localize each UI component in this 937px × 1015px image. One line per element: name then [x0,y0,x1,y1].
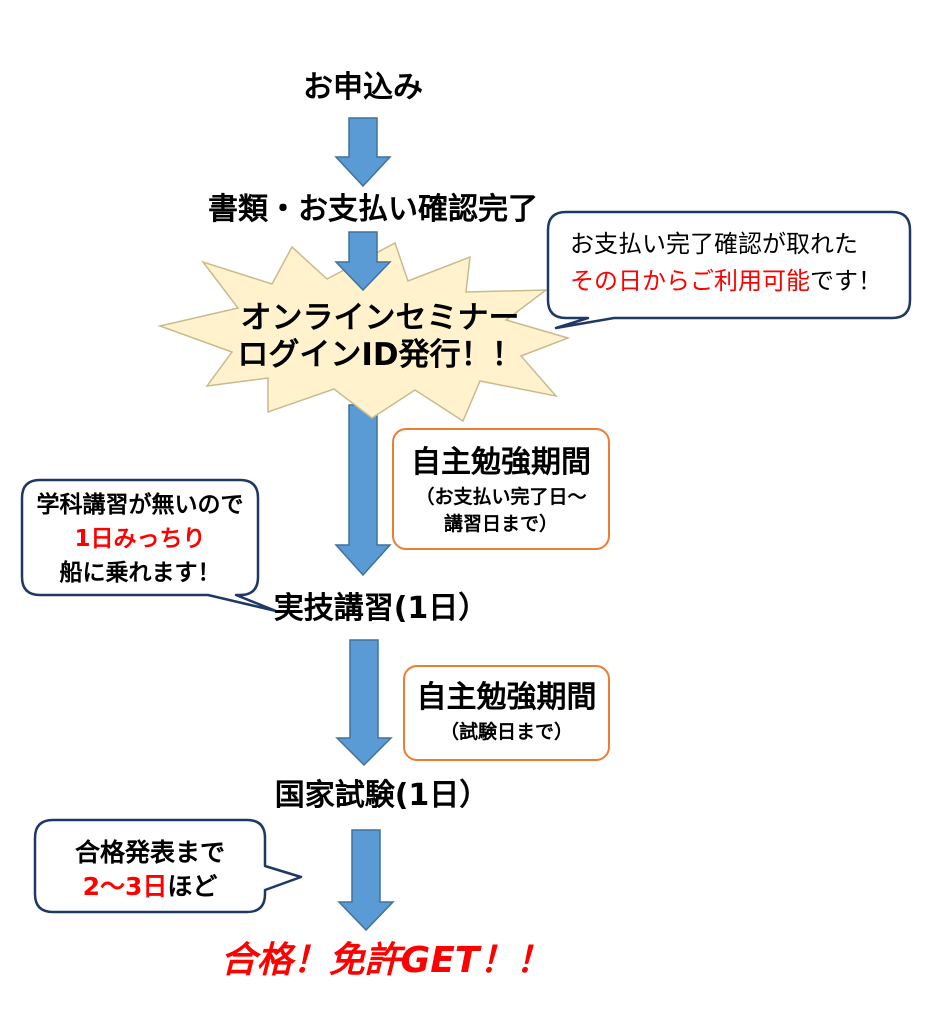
down-arrow-4 [335,639,393,767]
callout-payment-line2: その日からご利用可能です！ [570,263,905,300]
study-period-box-2: 自主勉強期間 （試験日まで） [403,665,610,761]
study-period-box-1: 自主勉強期間 （お支払い完了日～ 講習日まで） [392,428,610,550]
step-online-seminar-line2: ログインID発行！！ [237,337,523,373]
step-online-seminar-line1: オンラインセミナー [240,300,520,336]
callout-practical-highlight: 1日みっちり [74,526,206,552]
study-period-note: 講習日まで） [443,513,558,535]
step-documents-payment-confirmed: 書類・お支払い確認完了 [208,192,538,227]
callout-result-timing-highlight: 2～3日 [82,872,168,901]
callout-practical-text: 学科講習が無いので 1日みっちり 船に乗れます！ [22,488,258,590]
study-period-notes: （お支払い完了日～ 講習日まで） [394,484,608,538]
callout-payment-rest: です！ [810,267,882,295]
study-period-note: （試験日まで） [439,721,573,743]
step-application: お申込み [303,70,423,105]
starburst-shape [157,241,571,423]
callout-payment-highlight: その日からご利用可能 [570,267,810,295]
down-arrow-3 [334,404,392,577]
callout-result-timing-rest: ほど [167,872,218,901]
result-license-get: 合格！免許GET！！ [220,940,552,981]
study-period-notes: （試験日まで） [405,719,608,746]
callout-practical-line1: 学科講習が無いので [36,492,244,518]
callout-payment-line1: お支払い完了確認が取れた [570,230,858,258]
study-period-note: （お支払い完了日～ [415,486,587,508]
callout-payment-text: お支払い完了確認が取れた その日からご利用可能です！ [570,226,905,300]
callout-result-timing-text: 合格発表まで 2～3日ほど [35,836,265,904]
callout-result-timing-line2: 2～3日ほど [35,870,265,904]
callout-practical-line3: 船に乗れます！ [59,560,221,586]
callout-bubble-result-timing [33,818,303,914]
callout-result-timing-line1: 合格発表まで [74,838,225,867]
callout-bubble-payment [546,210,912,330]
callout-bubble-practical [20,478,278,613]
step-national-exam: 国家試験(1日） [274,778,490,813]
study-period-title: 自主勉強期間 [416,680,597,715]
step-practical-course: 実技講習(1日） [273,591,489,626]
down-arrow-5 [337,829,395,932]
down-arrow-2 [334,231,392,292]
study-period-title: 自主勉強期間 [411,445,591,480]
down-arrow-1 [334,117,392,188]
